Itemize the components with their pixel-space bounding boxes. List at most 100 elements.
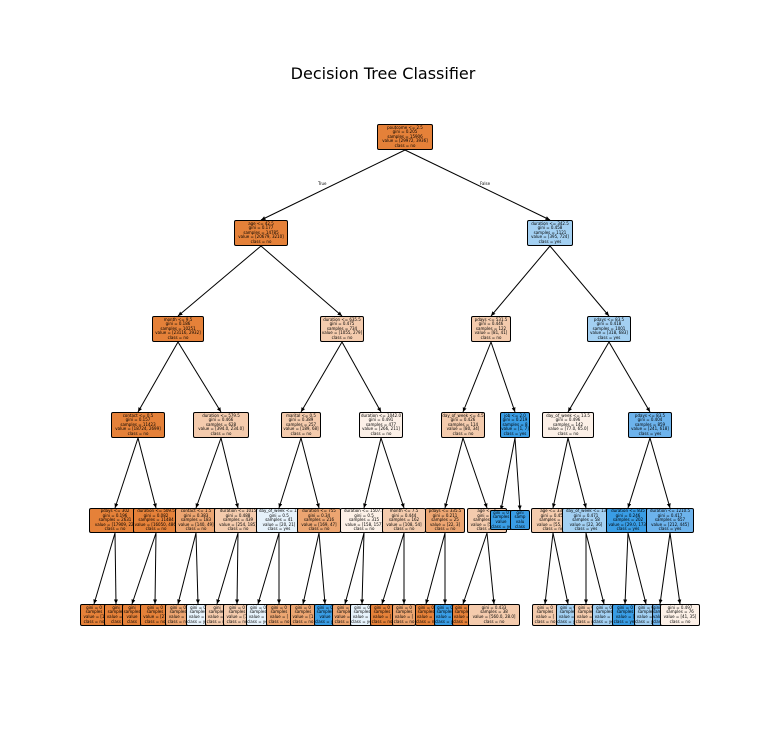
node-text-line: class = no [206, 618, 228, 624]
node-text-line: class = yes [247, 618, 270, 624]
node-text-line: samples [123, 609, 141, 615]
node-text-line: value [126, 614, 138, 619]
node-text-line: class = no [483, 618, 505, 624]
node-text-line: class = yes [538, 238, 562, 244]
node-text-line: month <= 9.5 [163, 316, 193, 322]
node-text-line: samples = 439 [222, 517, 254, 523]
node-text-line: gini = 0 [638, 604, 654, 610]
tree-edge [623, 532, 629, 605]
node-text-line: gini = 0.205 [392, 129, 418, 135]
node-text-line: class = yes [658, 526, 682, 532]
node-text-line: class = yes [187, 618, 210, 624]
node-text-line: samples = 11423 [120, 421, 156, 427]
node-text-line: class = no [371, 618, 393, 624]
node-text-line: month <= 7.5 [389, 508, 419, 514]
node-text-line: value = [318, 683] [590, 330, 628, 336]
node-text-line: gini = 0 [437, 604, 453, 610]
node-text-line: gini = 0.211 [432, 512, 458, 518]
node-text-line: pdays <= 531.5 [474, 316, 508, 322]
node-text-line: value = [1 [83, 614, 105, 619]
tree-edge [462, 532, 488, 605]
node-text-line: gini = 0.4 [477, 512, 497, 518]
node-text-line: value = [212, 445] [651, 521, 689, 527]
node-text-line: duration <= 579.5 [202, 412, 240, 418]
tree-edge [543, 532, 554, 605]
tree-edge [260, 245, 343, 317]
node-text-line: pdays <= 302 [100, 508, 130, 514]
node-text-line: age <= 33.5 [540, 508, 566, 514]
node-text-line: gini = 0 [354, 604, 370, 610]
node-text-line: samples [492, 514, 510, 520]
tree-edge [381, 532, 405, 605]
node-text-line: class = no [250, 238, 272, 244]
tree-edge [260, 149, 406, 221]
node-text-line: gini = 0.157 [125, 417, 151, 423]
tree-edge [216, 532, 239, 605]
tree-edge [669, 532, 682, 605]
node-text-line: gini = 0 [455, 604, 471, 610]
tree-edge [177, 341, 222, 413]
tree-edge [380, 437, 405, 509]
tree-edge [567, 437, 587, 509]
node-text-line: class = no [227, 526, 249, 532]
tree-edge [300, 437, 320, 509]
node-text-line: samples = 162 [388, 517, 420, 523]
node-text-line: gini = 0 [396, 604, 412, 610]
node-text-line: job <= 2.0 [504, 412, 526, 418]
node-text-line: class = no [453, 618, 474, 624]
tree-edge [514, 437, 522, 511]
node-text-line: gini = 0 [617, 604, 633, 610]
node-text-line: class = no [127, 430, 149, 436]
node-text-line: value = [41, 35] [663, 614, 697, 619]
node-text-line: class = yes [315, 618, 336, 624]
node-text-line: class = no [210, 430, 232, 436]
tree-edge [567, 341, 610, 413]
tree-edge [608, 341, 651, 413]
node-text-line: class = yes [616, 526, 640, 532]
node-text-line: gini = 0 [229, 604, 245, 610]
node-text-line: gini = 0.491 [368, 417, 394, 423]
tree-edge [585, 532, 605, 605]
node-text-line: value = [ [106, 614, 126, 619]
tree-edge [344, 532, 365, 605]
node-text-line: samples [85, 609, 103, 615]
node-text-line: samples [395, 609, 413, 615]
node-text-line: class = yes [435, 618, 456, 624]
node-text-line: pdays <= 83.5 [593, 316, 625, 322]
edge-label-true: True [318, 181, 327, 186]
node-text-line: samples = 1001 [592, 325, 626, 331]
node-text-line: samples [559, 609, 577, 615]
node-text-line: gini [213, 604, 221, 610]
tree-edge [195, 437, 222, 509]
tree-edge [462, 341, 492, 413]
tree-edge [177, 245, 262, 317]
node-text-line: duration <= 1042.0 [360, 412, 402, 418]
tree-edge [404, 149, 551, 221]
node-text-line: value = [ [352, 614, 372, 619]
node-text-line: class = no [542, 526, 564, 532]
node-text-line: gini = 0.444 [391, 512, 417, 518]
node-text-line: poutcome <= 2.5 [387, 124, 423, 130]
node-text-line: samples [146, 609, 164, 615]
node-text-line: gini = 0 [271, 604, 287, 610]
node-text-line: gini = 0 [560, 604, 576, 610]
node-text-line: samples = 1121 [533, 229, 567, 235]
tree-edge [278, 437, 302, 509]
node-text-line: samples [353, 609, 371, 615]
node-text-line: value = [ [558, 614, 578, 619]
node-text-line: samples [454, 609, 472, 615]
node-text-line: samples [294, 609, 312, 615]
